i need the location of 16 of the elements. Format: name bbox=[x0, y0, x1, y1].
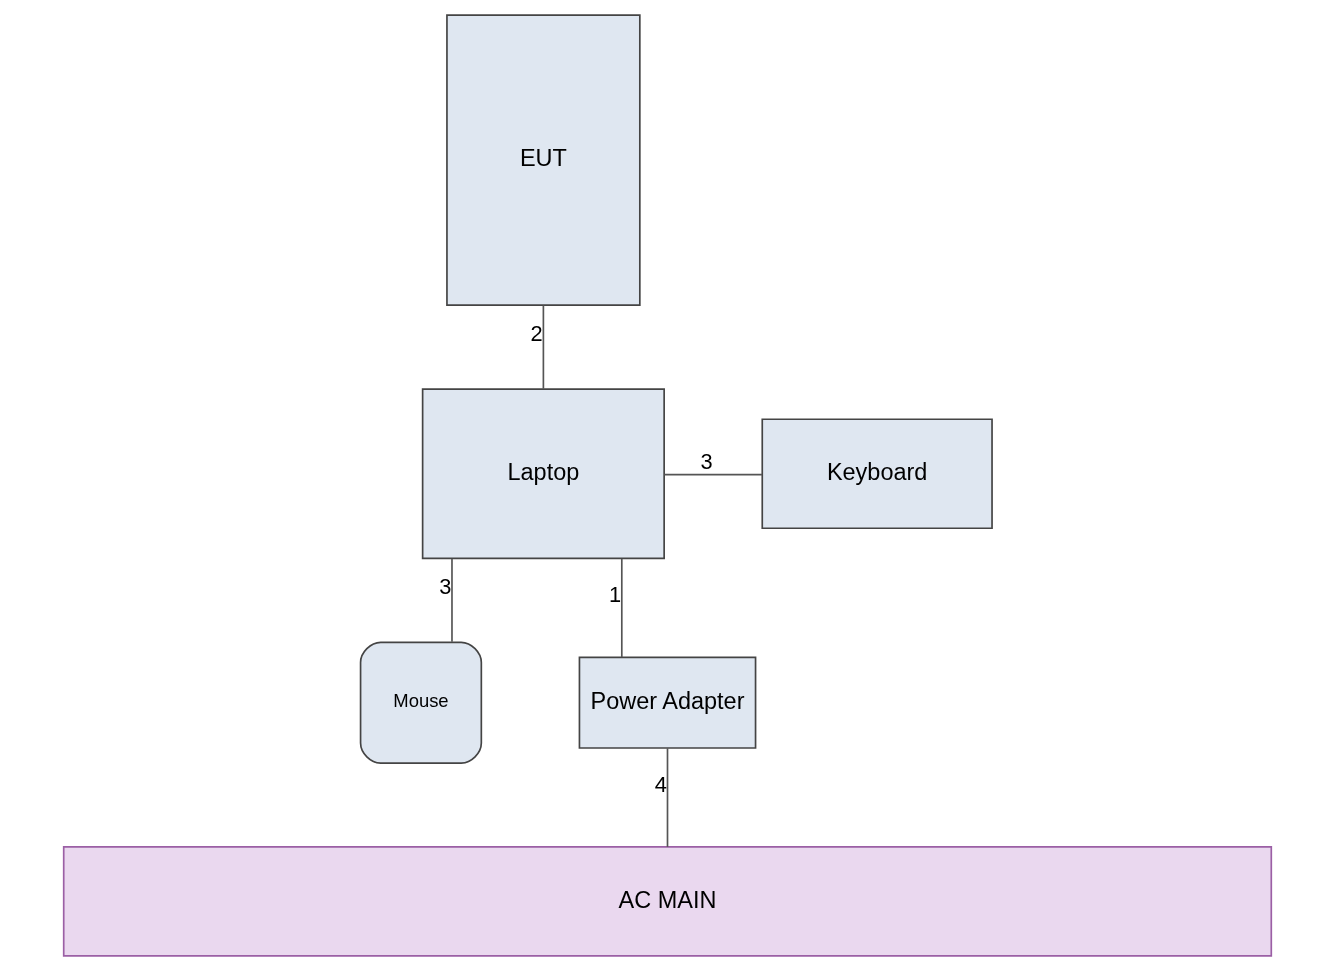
edge-label: 2 bbox=[530, 321, 543, 347]
node-box: Laptop bbox=[421, 388, 665, 560]
node-box: Power Adapter bbox=[578, 656, 757, 749]
node-box: AC MAIN bbox=[62, 846, 1273, 957]
connector bbox=[663, 473, 763, 476]
edge-label: 1 bbox=[609, 582, 622, 608]
connector bbox=[542, 304, 545, 390]
connector bbox=[620, 558, 623, 659]
edge-label: 4 bbox=[654, 771, 667, 797]
node-box: Mouse bbox=[359, 641, 483, 764]
connector bbox=[451, 558, 453, 643]
edge-label: 3 bbox=[700, 448, 713, 474]
node-box: EUT bbox=[446, 14, 641, 307]
edge-label: 3 bbox=[439, 574, 452, 600]
node-box: Keyboard bbox=[761, 418, 993, 530]
connector bbox=[666, 747, 669, 848]
